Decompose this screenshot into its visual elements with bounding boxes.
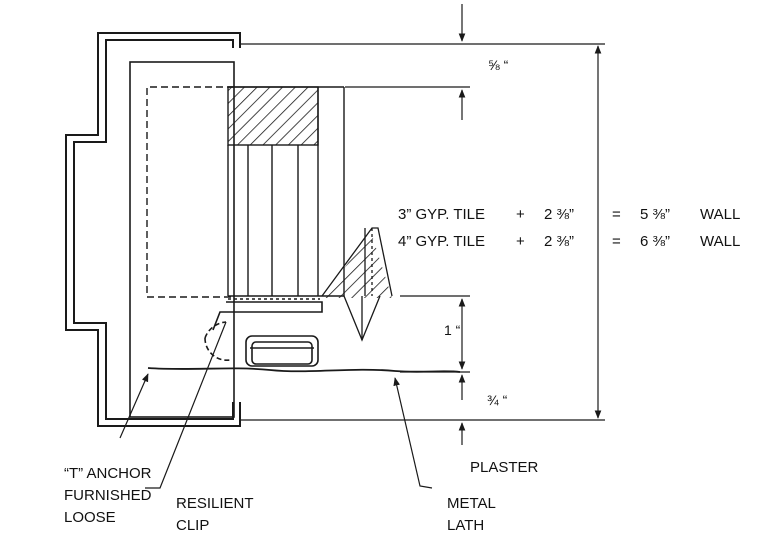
callout-clip: RESILIENT CLIP	[176, 495, 254, 534]
tile-size: 4” GYP. TILE	[398, 233, 485, 250]
equals-sign: =	[612, 233, 621, 250]
leader-lines	[119, 321, 433, 489]
added-thickness: 2 ⅜”	[544, 233, 574, 250]
dim-bottom-gap: ¾ “	[487, 392, 508, 408]
callout-anchor-line3: LOOSE	[64, 509, 116, 526]
equals-sign: =	[612, 206, 621, 223]
dimension-lines	[240, 4, 605, 445]
callout-anchor-line1: “T” ANCHOR	[64, 465, 152, 482]
plus-sign: +	[516, 206, 525, 223]
wall-unit: WALL	[700, 233, 740, 250]
callout-clip-line2: CLIP	[176, 517, 209, 534]
wall-unit: WALL	[700, 206, 740, 223]
plus-sign: +	[516, 233, 525, 250]
gypsum-tile	[227, 86, 345, 300]
wall-total: 5 ⅜”	[640, 206, 670, 223]
callout-anchor-line2: FURNISHED	[64, 487, 152, 504]
wall-total: 6 ⅜”	[640, 233, 670, 250]
wall-equation-1: 3” GYP. TILE + 2 ⅜” = 5 ⅜” WALL	[398, 206, 740, 223]
steel-frame	[65, 32, 241, 427]
anchor-plate	[129, 61, 235, 418]
dim-clip-depth: 1 “	[444, 322, 461, 338]
callout-lath: METAL LATH	[447, 495, 496, 534]
dashed-outline	[146, 86, 234, 298]
tile-size: 3” GYP. TILE	[398, 206, 485, 223]
callout-lath-line2: LATH	[447, 517, 484, 534]
plaster-key	[321, 227, 393, 342]
callout-clip-line1: RESILIENT	[176, 495, 254, 512]
added-thickness: 2 ⅜”	[544, 206, 574, 223]
resilient-clip	[204, 301, 323, 367]
callout-anchor: “T” ANCHOR FURNISHED LOOSE	[64, 465, 152, 526]
callout-lath-line1: METAL	[447, 495, 496, 512]
dim-top-gap: ⅝ “	[488, 57, 509, 73]
callout-plaster: PLASTER	[470, 459, 539, 476]
wall-equation-2: 4” GYP. TILE + 2 ⅜” = 6 ⅜” WALL	[398, 233, 740, 250]
